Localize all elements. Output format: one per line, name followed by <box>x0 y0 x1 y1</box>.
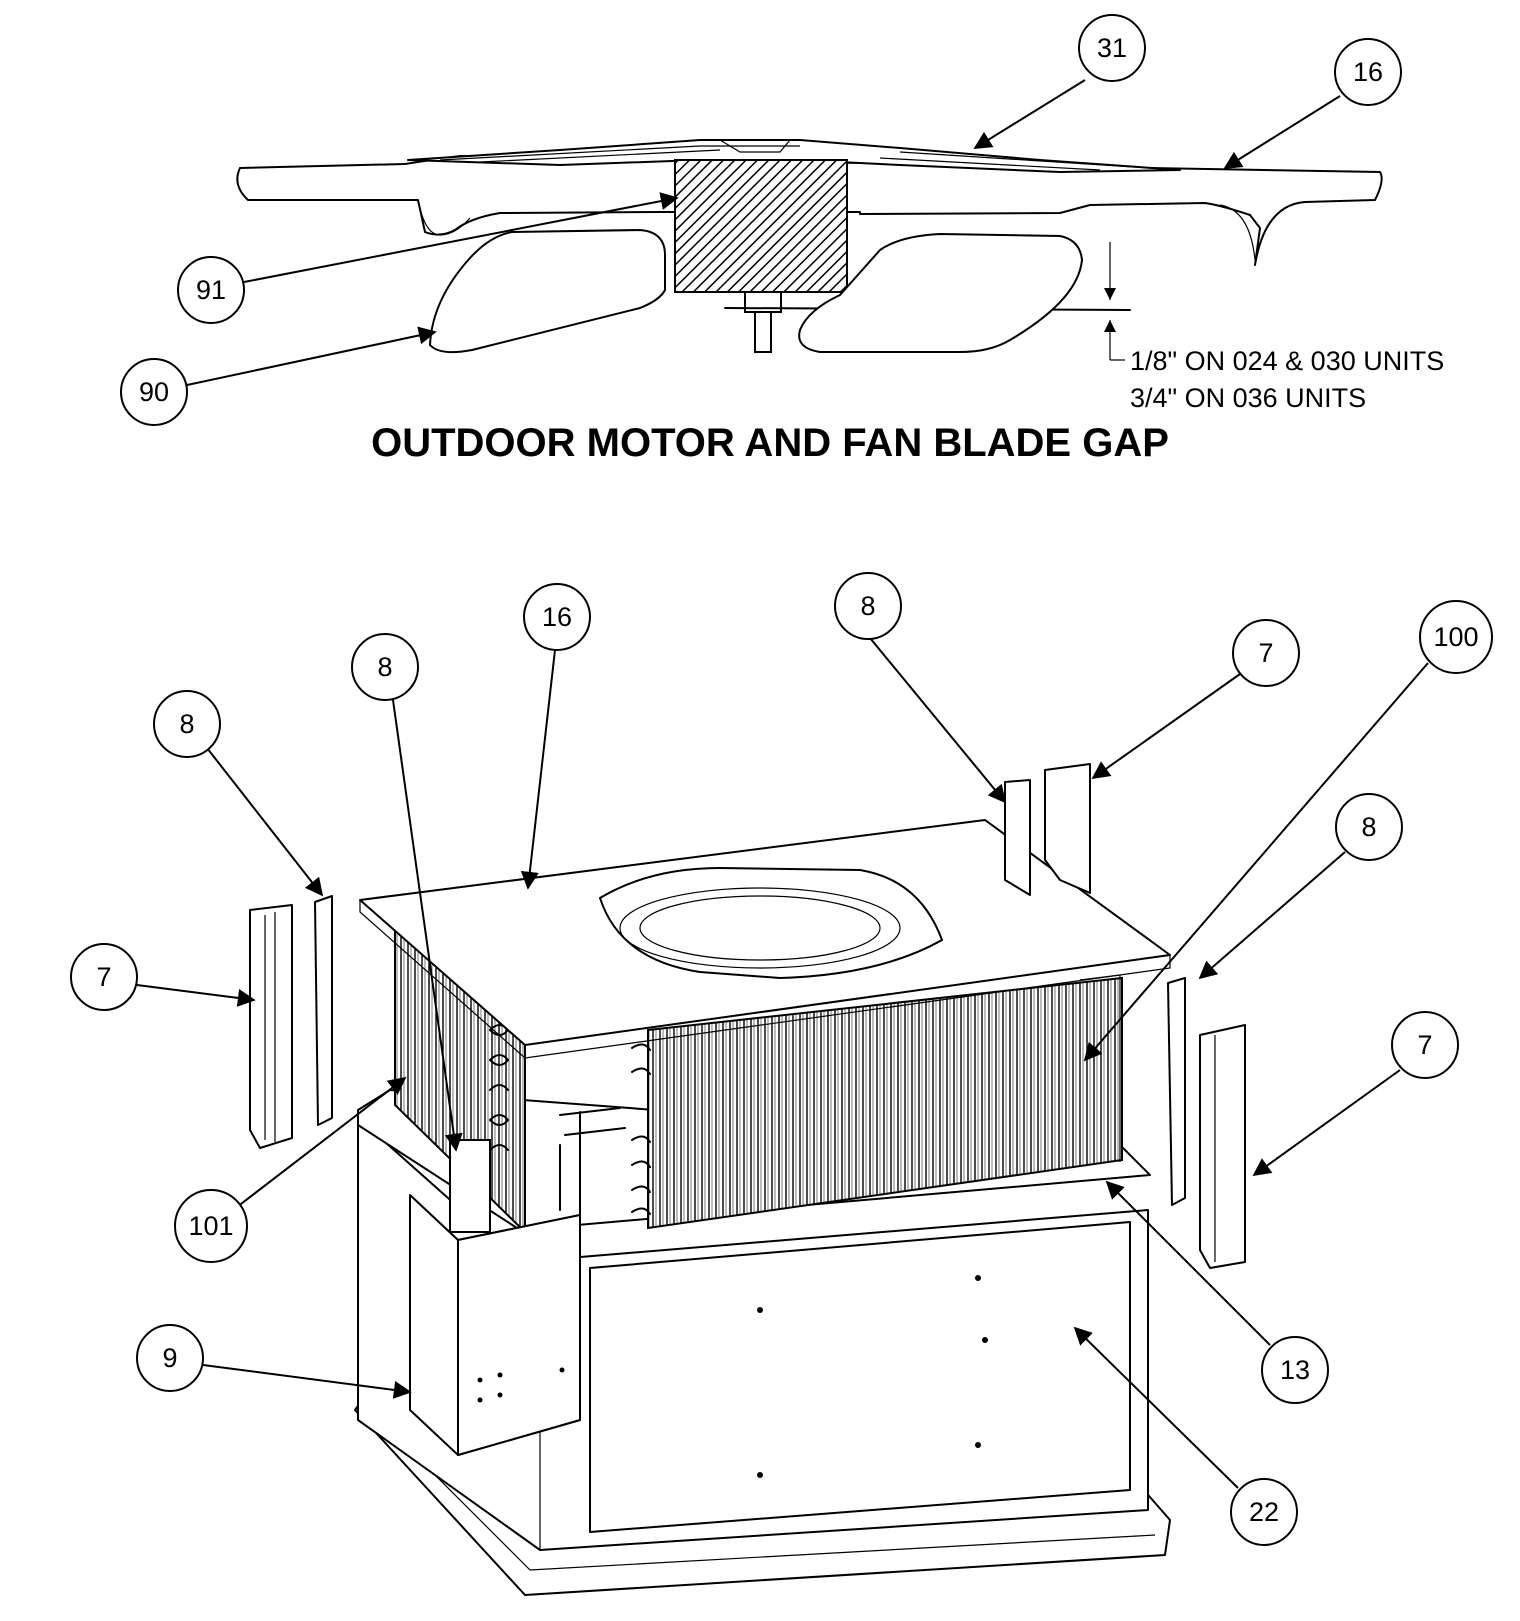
front-panel-22 <box>589 1221 1131 1533</box>
svg-text:101: 101 <box>188 1211 233 1241</box>
gap-note-line1: 1/8" ON 024 & 030 UNITS <box>1130 346 1444 376</box>
svg-text:7: 7 <box>1258 638 1273 668</box>
callout-8-d: 8 <box>1198 793 1403 980</box>
callout-100: 100 <box>1083 600 1493 1062</box>
svg-text:8: 8 <box>179 709 194 739</box>
svg-text:16: 16 <box>542 602 572 632</box>
corner-post-left-8 <box>314 895 333 1126</box>
callout-22: 22 <box>1073 1326 1298 1546</box>
condenser-coil-front <box>647 976 1123 1230</box>
svg-text:100: 100 <box>1433 622 1478 652</box>
fan-blade-right <box>798 233 1083 353</box>
callout-16: 16 <box>520 583 591 890</box>
corner-post-rear-7 <box>1044 763 1091 894</box>
callout-8-c: 8 <box>153 690 324 897</box>
callout-7-a: 7 <box>1091 619 1300 780</box>
unit-exploded-view <box>249 763 1246 1596</box>
corner-post-right-8 <box>1167 977 1186 1206</box>
svg-text:22: 22 <box>1249 1497 1279 1527</box>
corner-post-front <box>449 1139 491 1233</box>
callout-91: 91 <box>177 192 679 324</box>
svg-text:8: 8 <box>377 652 392 682</box>
svg-text:16: 16 <box>1353 57 1383 87</box>
svg-text:7: 7 <box>1417 1030 1432 1060</box>
svg-text:8: 8 <box>1361 812 1376 842</box>
svg-text:8: 8 <box>860 591 875 621</box>
svg-text:90: 90 <box>139 377 169 407</box>
corner-post-right-7 <box>1199 1024 1246 1269</box>
corner-post-left-7 <box>249 904 293 1149</box>
callout-7-c: 7 <box>1252 1011 1459 1177</box>
svg-text:31: 31 <box>1097 33 1127 63</box>
corner-post-rear-8 <box>1004 779 1031 896</box>
callout-31: 31 <box>973 14 1146 149</box>
callout-8-b: 8 <box>351 633 463 1152</box>
fan-motor <box>674 159 848 293</box>
fan-assembly-detail: 1/8" ON 024 & 030 UNITS 3/4" ON 036 UNIT… <box>236 139 1444 465</box>
callout-16-top: 16 <box>1223 38 1402 169</box>
diagram-title: OUTDOOR MOTOR AND FAN BLADE GAP <box>371 421 1169 465</box>
callout-13: 13 <box>1105 1180 1329 1404</box>
callout-8-a: 8 <box>834 572 1007 804</box>
fan-opening <box>599 867 943 979</box>
gap-note-line2: 3/4" ON 036 UNITS <box>1130 383 1366 413</box>
callout-101: 101 <box>174 1076 407 1263</box>
fan-blade-left <box>429 229 666 354</box>
callout-9: 9 <box>136 1324 412 1399</box>
callout-7-b: 7 <box>70 943 256 1011</box>
svg-text:91: 91 <box>196 275 226 305</box>
svg-text:13: 13 <box>1280 1355 1310 1385</box>
svg-text:7: 7 <box>96 962 111 992</box>
callout-90: 90 <box>120 326 437 426</box>
svg-text:9: 9 <box>162 1343 177 1373</box>
